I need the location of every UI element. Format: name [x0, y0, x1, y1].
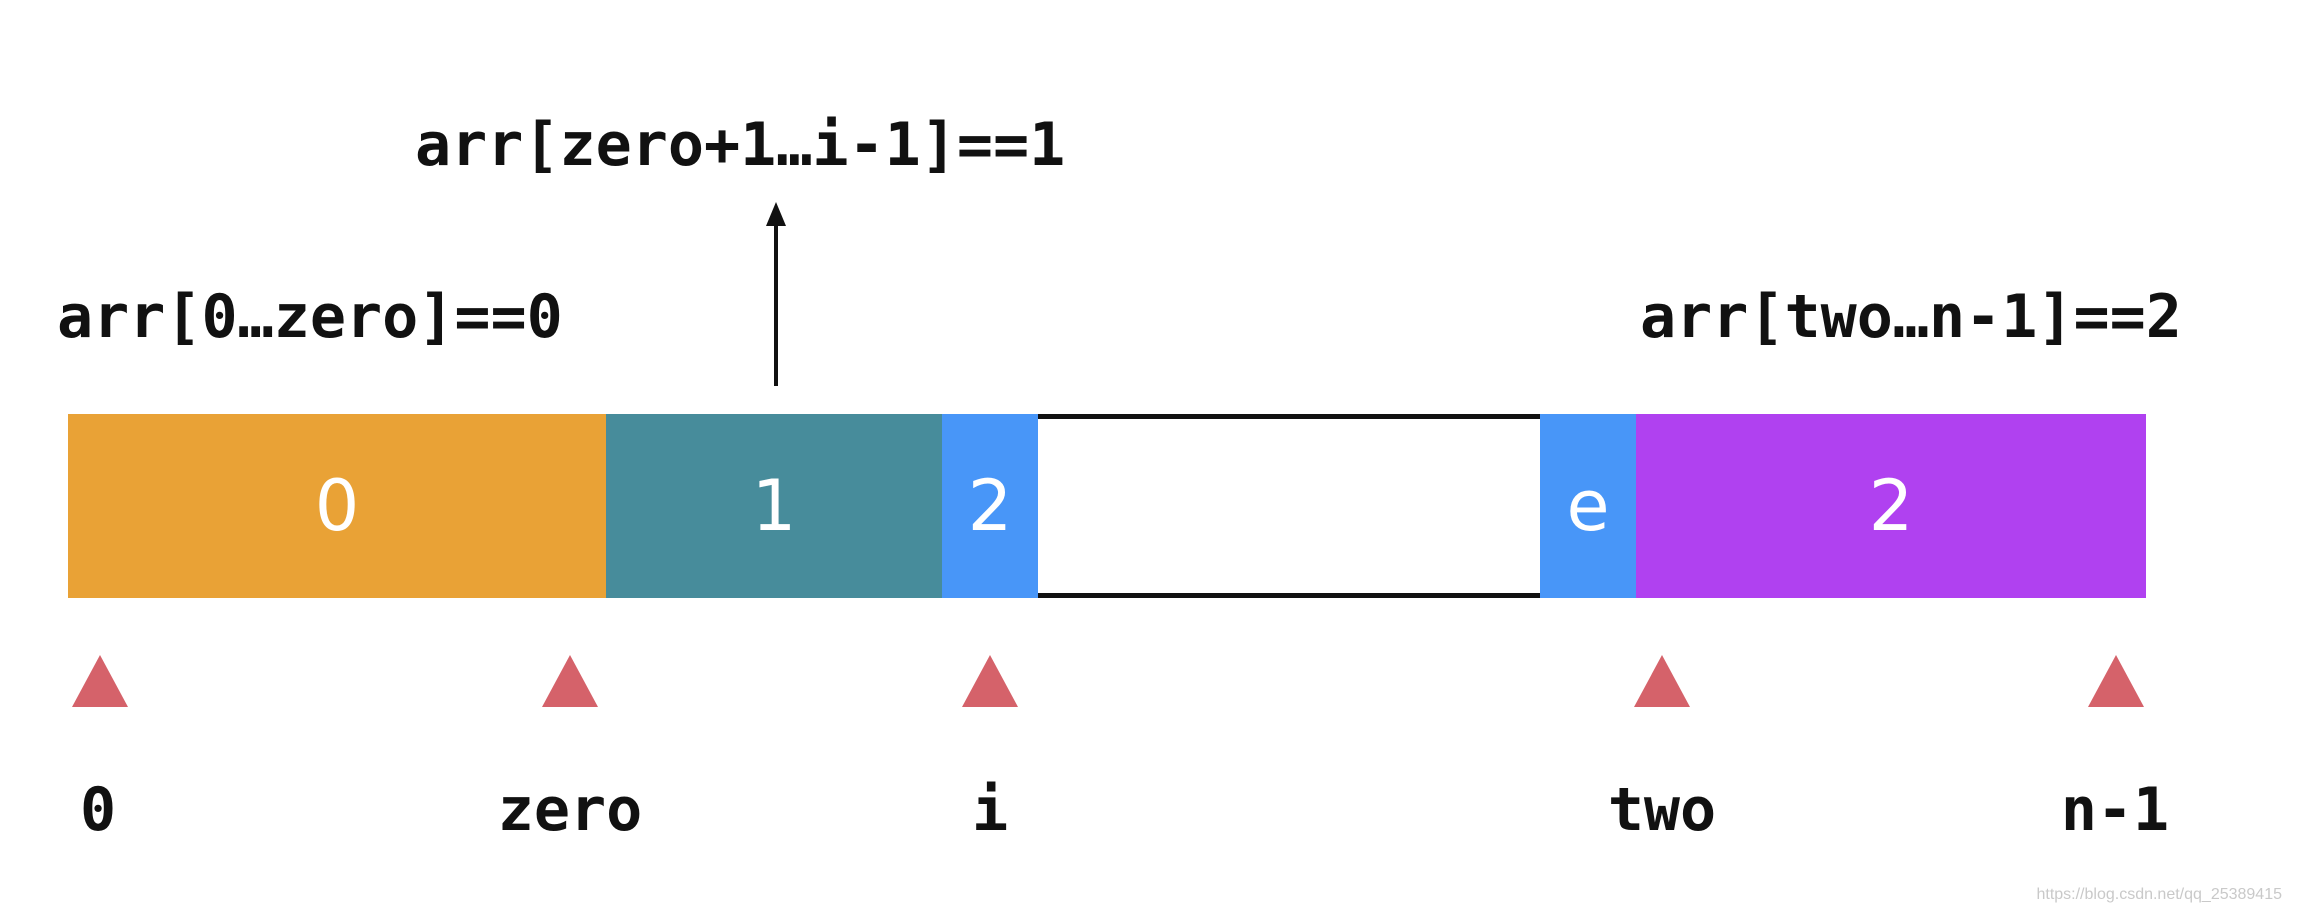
annotation-middle-range: arr[zero+1…i-1]==1	[415, 110, 1066, 180]
segment-end-label: e	[1566, 465, 1610, 547]
segment-current: 2	[942, 414, 1038, 598]
up-arrow-icon	[766, 202, 786, 386]
segment-zeros: 0	[68, 414, 606, 598]
segment-ones: 1	[606, 414, 942, 598]
watermark: https://blog.csdn.net/qq_25389415	[2036, 886, 2282, 903]
segment-ones-label: 1	[751, 465, 797, 547]
pointer-zero-label: zero	[497, 775, 643, 845]
annotation-right-range: arr[two…n-1]==2	[1640, 282, 2182, 352]
pointer-n-1-marker	[2088, 655, 2144, 707]
pointer-0-label: 0	[79, 775, 117, 845]
segment-end: e	[1540, 414, 1636, 598]
segment-current-label: 2	[967, 465, 1013, 547]
annotation-left-range: arr[0…zero]==0	[57, 282, 563, 352]
pointer-i-label: i	[971, 775, 1009, 845]
segment-zeros-label: 0	[314, 465, 360, 547]
pointer-n-1-label: n-1	[2060, 775, 2170, 845]
segment-twos-label: 2	[1868, 465, 1914, 547]
segment-twos: 2	[1636, 414, 2146, 598]
pointer-two-label: two	[1607, 775, 1717, 845]
segment-unprocessed	[1038, 414, 1540, 598]
pointer-0-marker	[72, 655, 128, 707]
pointer-two-marker	[1634, 655, 1690, 707]
pointer-i-marker	[962, 655, 1018, 707]
pointer-zero-marker	[542, 655, 598, 707]
